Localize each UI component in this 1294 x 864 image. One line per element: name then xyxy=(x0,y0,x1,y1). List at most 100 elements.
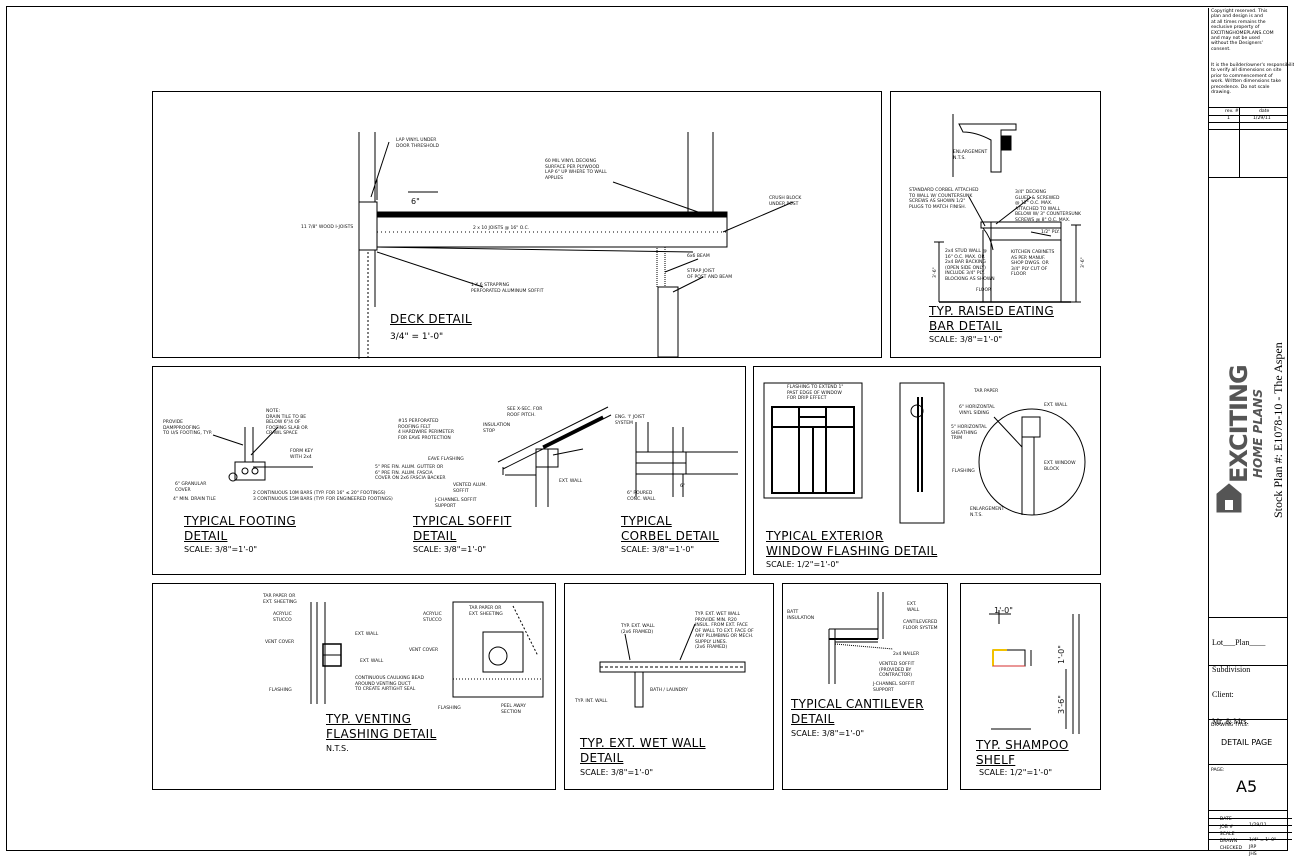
deck-note-5: 2 x 10 JOISTS @ 16" O.C. xyxy=(473,226,530,231)
drawing-sheet xyxy=(6,6,1288,851)
panel-wet-wall: TYP. EXT. WALL (2x6 FRAMED) TYP. EXT. WE… xyxy=(564,583,774,790)
shampoo-drawing xyxy=(989,610,1080,734)
info-checked-value: JHS xyxy=(1249,851,1257,857)
page-number: A5 xyxy=(1236,777,1258,796)
info-drawn-label: DRAWN xyxy=(1219,839,1238,845)
window-title: TYPICAL EXTERIOR WINDOW FLASHING DETAIL xyxy=(766,529,938,558)
rev-row-number: 1 xyxy=(1227,116,1230,121)
stock-plan-label: Stock Plan #: E1078-10 - The Aspen xyxy=(1271,342,1285,518)
soffit-note-4: EAVE FLASHING xyxy=(428,457,464,462)
rev-row-date: 1/29/11 xyxy=(1253,116,1271,121)
deck-detail-drawing xyxy=(358,132,794,359)
drawing-title-block: DRAWING TITLE: DETAIL PAGE xyxy=(1209,720,1288,765)
footing-note-5: 4" MIN. DRAIN TILE xyxy=(173,497,216,502)
logo-exciting: EXCITING xyxy=(1225,365,1253,483)
corbel-title: TYPICAL CORBEL DETAIL xyxy=(621,514,720,543)
wet-note-4: BATH / LAUNDRY xyxy=(650,688,688,693)
vent-note-1: TAR PAPER OR EXT. SHEETING xyxy=(263,594,297,605)
bar-note-1: ENLARGEMENT N.T.S. xyxy=(953,150,988,161)
info-checked-label: CHECKED xyxy=(1219,846,1242,852)
bar-note-2: STANDARD CORBEL ATTACHED TO WALL W/ COUN… xyxy=(909,188,979,210)
window-scale: SCALE: 1/2"=1'-0" xyxy=(766,560,840,569)
soffit-note-2: INSULATION STOP xyxy=(483,423,511,434)
shampoo-dim-bottom: 3'-6" xyxy=(1057,695,1066,714)
vent-note-2: ACRYLIC STUCCO xyxy=(273,612,292,623)
wet-note-3: TYP. INT. WALL xyxy=(575,699,608,704)
bar-note-7: FLOOR xyxy=(976,288,992,293)
vent-note-4: EXT. WALL xyxy=(355,632,379,637)
vent-note-5: EXT. WALL xyxy=(360,659,384,664)
soffit-note-7: J-CHANNEL SOFFIT SUPPORT xyxy=(435,498,477,509)
cantilever-scale: SCALE: 3/8"=1'-0" xyxy=(791,729,865,738)
eating-bar-scale: SCALE: 3/8"=1'-0" xyxy=(929,335,1003,344)
window-note-5: EXT. WALL xyxy=(1044,403,1068,408)
shampoo-scale: SCALE: 1/2"=1'-0" xyxy=(979,768,1053,777)
wet-note-1: TYP. EXT. WALL (2x6 FRAMED) xyxy=(621,624,655,635)
window-note-8: ENLARGEMENT N.T.S. xyxy=(970,507,1005,518)
bar-note-4: 1/2" PLY. xyxy=(1041,230,1060,235)
logo-home-plans: HOME PLANS xyxy=(1251,389,1265,478)
info-job-value: - xyxy=(1249,830,1251,836)
shampoo-dim-top: 1'-0" xyxy=(994,606,1013,615)
window-note-4: 5" HORIZONTAL SHEATHING TRIM xyxy=(951,425,987,441)
info-scale-value: 1/4" = 1'-0" xyxy=(1249,837,1277,843)
info-row-job: JOB # - xyxy=(1209,818,1292,843)
corbel-note-3: 6" xyxy=(680,484,685,489)
footing-soffit-corbel-drawing xyxy=(212,406,738,507)
soffit-note-6: VENTED ALUM. SOFFIT xyxy=(453,483,487,494)
venting-title: TYP. VENTING FLASHING DETAIL xyxy=(326,712,437,741)
client-label: Client: xyxy=(1212,690,1234,699)
copyright-note: Copyright reserved. This plan and design… xyxy=(1211,9,1274,52)
footing-note-4: 6" GRANULAR COVER xyxy=(175,482,207,493)
lot-subdivision: Lot___Plan____ Subdivision xyxy=(1209,618,1288,674)
cant-note-1: BATT INSULATION xyxy=(787,610,815,621)
title-block: Copyright reserved. This plan and design… xyxy=(1208,8,1294,857)
wet-note-2: TYP. EXT. WET WALL PROVIDE MIN. R20 INSU… xyxy=(695,612,754,650)
venting-scale: N.T.S. xyxy=(326,744,349,753)
shampoo-title: TYP. SHAMPOO SHELF xyxy=(976,738,1069,767)
soffit-note-5: 5" PRE FIN. ALUM. GUTTER OR 6" PRE FIN. … xyxy=(375,465,446,481)
soffit-title: TYPICAL SOFFIT DETAIL xyxy=(413,514,512,543)
vent-note-10: VENT COVER xyxy=(409,648,439,653)
deck-note-3: 6" xyxy=(411,197,420,206)
vent-note-11: FLASHING xyxy=(438,706,461,711)
vent-note-6: FLASHING xyxy=(269,688,292,693)
panel-cantilever: BATT INSULATION EXT. WALL CANTILEVERED F… xyxy=(782,583,948,790)
eating-bar-drawing xyxy=(934,114,1081,303)
deck-note-7: 6x6 BEAM xyxy=(687,254,710,259)
rev-header-number: rev. # xyxy=(1225,109,1239,114)
lot-plan-label: Lot___Plan____ xyxy=(1212,638,1266,647)
panel-shampoo-shelf: 1'-0" 1'-0" 3'-6" TYP. SHAMPOO SHELF SCA… xyxy=(960,583,1101,790)
eating-bar-title: TYP. RAISED EATING BAR DETAIL xyxy=(929,304,1054,333)
info-job-label: JOB # xyxy=(1219,825,1234,831)
wet-wall-drawing xyxy=(599,623,746,708)
venting-drawing xyxy=(310,601,544,704)
corbel-note-1: ENG. 'I' JOIST SYSTEM xyxy=(615,415,645,426)
window-note-2: TAR PAPER xyxy=(974,389,999,394)
footing-note-1: PROVIDE DAMPPROOFING TO U/S FOOTING, TYP… xyxy=(163,420,213,436)
panel-venting-flashing: TAR PAPER OR EXT. SHEETING ACRYLIC STUCC… xyxy=(152,583,556,790)
info-row-scale: SCALE 1/4" = 1'-0" xyxy=(1209,825,1292,850)
soffit-note-3: #15 PERFORATED ROOFING FELT 4 HARDWIRE P… xyxy=(398,419,454,441)
cant-note-3: CANTILEVERED FLOOR SYSTEM xyxy=(903,620,938,631)
client-value: Mr. & Mrs. xyxy=(1212,717,1249,726)
window-note-7: EXT. WINDOW BLOCK xyxy=(1044,461,1076,472)
drawing-title-label: DRAWING TITLE: xyxy=(1211,723,1249,728)
panel-eating-bar-detail: ENLARGEMENT N.T.S. STANDARD CORBEL ATTAC… xyxy=(890,91,1101,358)
footing-scale: SCALE: 3/8"=1'-0" xyxy=(184,545,258,554)
corbel-note-2: 6" POURED CONC. WALL xyxy=(627,491,656,502)
deck-detail-title: DECK DETAIL xyxy=(390,312,472,326)
info-row-checked: CHECKED JHS xyxy=(1209,839,1292,864)
deck-detail-scale: 3/4" = 1'-0" xyxy=(390,332,444,342)
drawing-title-value: DETAIL PAGE xyxy=(1221,738,1273,747)
cantilever-drawing xyxy=(828,592,894,684)
vent-note-7: CONTINUOUS CAULKING BEAD AROUND VENTING … xyxy=(355,676,424,692)
wet-wall-title: TYP. EXT. WET WALL DETAIL xyxy=(580,736,706,765)
cantilever-title: TYPICAL CANTILEVER DETAIL xyxy=(791,697,924,726)
footing-note-2: NOTE: DRAIN TILE TO BE BELOW 6"/4 OF FOO… xyxy=(266,409,308,436)
info-scale-label: SCALE xyxy=(1219,832,1235,838)
logo-area: EXCITING HOME PLANS Stock Plan #: E1078-… xyxy=(1209,178,1288,618)
deck-note-4: 11 7/8" WOOD I-JOISTS xyxy=(301,225,354,230)
cant-note-6: J-CHANNEL SOFFIT SUPPORT xyxy=(873,682,915,693)
info-row-drawn: DRAWN JRP xyxy=(1209,832,1292,857)
